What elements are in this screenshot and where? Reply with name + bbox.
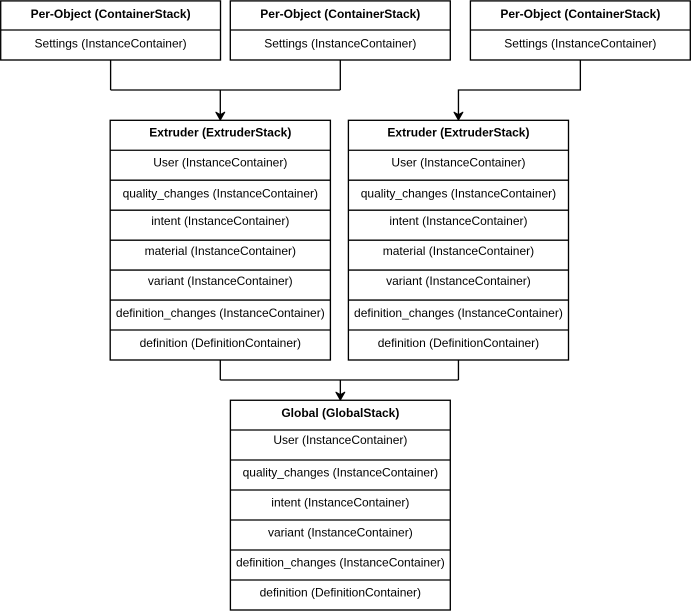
svg-text:variant (InstanceContainer): variant (InstanceContainer) <box>268 525 413 539</box>
svg-text:User (InstanceContainer): User (InstanceContainer) <box>391 155 525 169</box>
svg-text:Settings (InstanceContainer): Settings (InstanceContainer) <box>504 37 656 51</box>
svg-text:definition_changes (InstanceCo: definition_changes (InstanceContainer) <box>354 306 563 320</box>
svg-text:definition_changes (InstanceCo: definition_changes (InstanceContainer) <box>116 306 325 320</box>
svg-text:intent (InstanceContainer): intent (InstanceContainer) <box>389 214 527 228</box>
svg-text:Per-Object (ContainerStack): Per-Object (ContainerStack) <box>31 7 191 21</box>
svg-text:intent (InstanceContainer): intent (InstanceContainer) <box>151 214 289 228</box>
svg-text:material (InstanceContainer): material (InstanceContainer) <box>383 244 534 258</box>
svg-text:quality_changes (InstanceConta: quality_changes (InstanceContainer) <box>243 465 438 479</box>
svg-text:Extruder (ExtruderStack): Extruder (ExtruderStack) <box>387 126 529 140</box>
svg-text:Extruder (ExtruderStack): Extruder (ExtruderStack) <box>149 126 291 140</box>
svg-text:User (InstanceContainer): User (InstanceContainer) <box>153 155 287 169</box>
svg-text:quality_changes (InstanceConta: quality_changes (InstanceContainer) <box>123 186 318 200</box>
svg-text:variant (InstanceContainer): variant (InstanceContainer) <box>148 274 293 288</box>
svg-text:Per-Object (ContainerStack): Per-Object (ContainerStack) <box>500 7 660 21</box>
svg-text:intent (InstanceContainer): intent (InstanceContainer) <box>271 495 409 509</box>
svg-text:definition (DefinitionContaine: definition (DefinitionContainer) <box>378 336 539 350</box>
svg-text:quality_changes (InstanceConta: quality_changes (InstanceContainer) <box>361 186 556 200</box>
svg-text:definition_changes (InstanceCo: definition_changes (InstanceContainer) <box>236 555 445 569</box>
svg-text:Settings (InstanceContainer): Settings (InstanceContainer) <box>35 37 187 51</box>
svg-text:definition (DefinitionContaine: definition (DefinitionContainer) <box>140 336 301 350</box>
svg-text:Per-Object (ContainerStack): Per-Object (ContainerStack) <box>260 7 420 21</box>
svg-text:variant (InstanceContainer): variant (InstanceContainer) <box>386 274 531 288</box>
svg-text:User (InstanceContainer): User (InstanceContainer) <box>273 433 407 447</box>
svg-text:material (InstanceContainer): material (InstanceContainer) <box>145 244 296 258</box>
svg-text:definition (DefinitionContaine: definition (DefinitionContainer) <box>260 585 421 599</box>
svg-text:Global (GlobalStack): Global (GlobalStack) <box>281 406 399 420</box>
svg-text:Settings (InstanceContainer): Settings (InstanceContainer) <box>264 37 416 51</box>
